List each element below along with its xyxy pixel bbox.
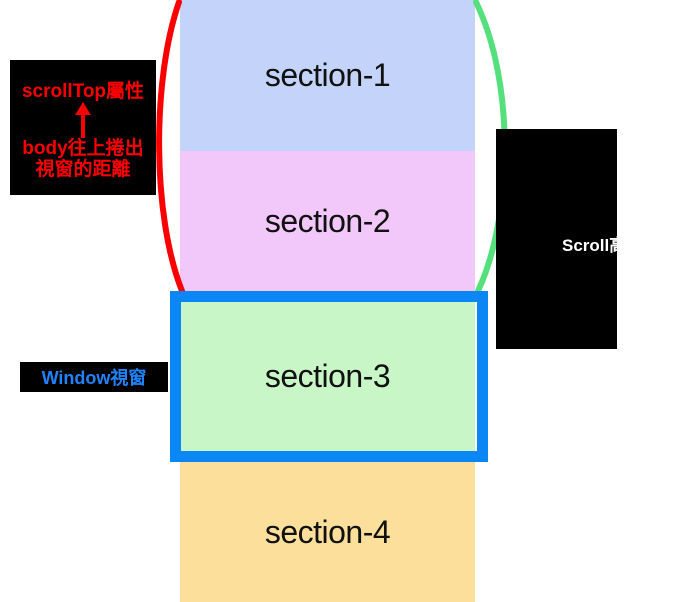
window-viewport-callout: Window視窗: [20, 362, 168, 392]
scrolltop-callout: scrollTop屬性 body往上捲出 視窗的距離: [10, 60, 156, 195]
scroll-height-callout: Scroll高度: [496, 129, 643, 349]
section-block-1: section-1: [180, 0, 475, 151]
scrolltop-description-line-2: 視窗的距離: [35, 159, 131, 181]
up-arrow-icon: [10, 101, 156, 138]
section-2-label: section-2: [264, 202, 391, 239]
section-block-2: section-2: [180, 151, 475, 291]
section-block-3: section-3: [180, 291, 475, 462]
window-viewport-frame: [170, 291, 488, 462]
window-viewport-label: Window視窗: [41, 368, 147, 388]
section-1-label: section-1: [264, 57, 391, 93]
section-block-4: section-4: [180, 462, 475, 602]
scrolltop-property-label: scrollTop屬性: [21, 80, 145, 102]
section-3-label: section-3: [264, 358, 391, 394]
section-4-label: section-4: [264, 513, 391, 550]
scrolltop-description-line-1: body往上捲出: [22, 137, 144, 159]
scroll-height-label: Scroll高度: [562, 236, 644, 255]
